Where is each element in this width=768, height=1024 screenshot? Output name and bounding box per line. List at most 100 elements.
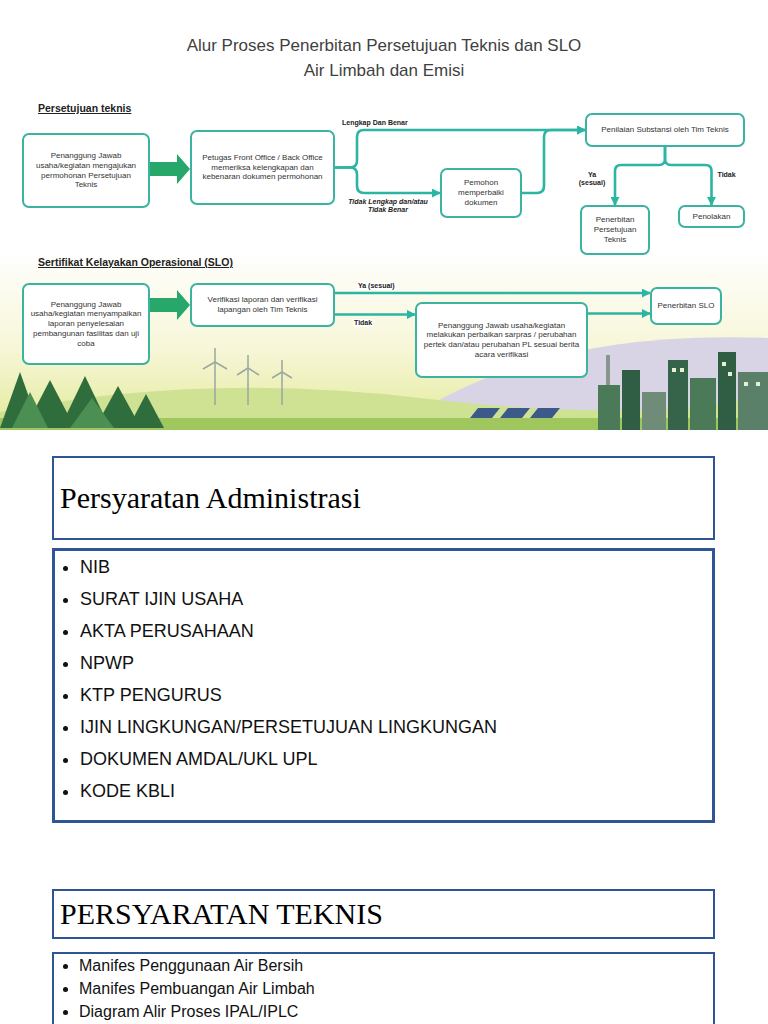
result-box: Penerbitan SLO <box>650 287 722 325</box>
building <box>642 392 666 430</box>
box-text: Pemohon memperbaiki dokumen <box>447 178 515 207</box>
flow-arrow <box>335 292 650 295</box>
solar-panel <box>500 408 530 418</box>
turbine-pole <box>281 372 283 405</box>
building <box>622 370 640 430</box>
turbine-blade <box>247 355 249 368</box>
process-box: Penanggung Jawab usaha/kegiatan mengajuk… <box>22 133 150 208</box>
list-item: Manifes Pembuangan Air Limbah <box>79 977 707 1000</box>
flow-arrow <box>615 147 665 205</box>
process-box: Penanggung Jawab usaha/kegiatan melakuka… <box>415 302 588 378</box>
forest <box>0 372 164 428</box>
sky-glow <box>0 250 768 430</box>
turbine-blade <box>281 360 283 372</box>
text-stack: Pemohon memperbaiki dokumen <box>447 178 515 207</box>
solar-panel <box>470 408 500 418</box>
edge-label: Tidak <box>717 171 737 179</box>
text-stack: Penerbitan SLO <box>657 301 715 311</box>
text-stack: Penerbitan Persetujuan Teknis <box>587 215 643 244</box>
text-stack: PERSYARATAN TEKNIS <box>60 897 383 932</box>
heading-box: Persyaratan Administrasi <box>52 456 715 540</box>
box-text: Petugas Front Office / Back Office memer… <box>197 153 328 182</box>
result-box: Penolakan <box>678 205 745 228</box>
window <box>744 382 748 386</box>
bullet-list: Manifes Penggunaan Air BersihManifes Pem… <box>60 954 707 1023</box>
turbine-blade <box>282 372 292 378</box>
heading-box: PERSYARATAN TEKNIS <box>52 889 715 939</box>
process-box: Penilaian Substansi oleh Tim Teknis <box>585 113 745 147</box>
building <box>690 378 716 430</box>
box-text: Verifikasi laporan dan verifikasi lapang… <box>197 295 328 315</box>
bullet-list: NIBSURAT IJIN USAHAAKTA PERUSAHAANNPWPKT… <box>61 551 706 807</box>
block-arrow <box>150 290 190 320</box>
process-box: Petugas Front Office / Back Office memer… <box>190 130 335 205</box>
box-text: Penolakan <box>685 212 738 222</box>
box-text: Penanggung Jawab usaha/kegiatan melakuka… <box>422 321 581 360</box>
window <box>672 368 676 372</box>
flow-arrow <box>665 147 712 205</box>
list-item: NPWP <box>80 647 706 679</box>
section-heading: Persetujuan teknis <box>38 102 131 114</box>
text-stack: Penilaian Substansi oleh Tim Teknis <box>592 125 738 135</box>
process-box: Penanggung Jawab usaha/kegiatan menyampa… <box>22 283 150 365</box>
heading-text: PERSYARATAN TEKNIS <box>60 897 383 932</box>
city-buildings <box>598 352 768 430</box>
box-text: Penerbitan Persetujuan Teknis <box>587 215 643 244</box>
list-item: Manifes Penggunaan Air Bersih <box>79 954 707 977</box>
window <box>728 372 732 376</box>
turbine-blade <box>272 372 282 378</box>
list-item: NIB <box>80 551 706 583</box>
solar-panels <box>470 408 560 418</box>
forest-light <box>12 392 114 428</box>
edge-label: Ya (sesuai) <box>357 282 396 290</box>
list-item: AKTA PERUSAHAAN <box>80 615 706 647</box>
box-text: Penilaian Substansi oleh Tim Teknis <box>592 125 738 135</box>
tree <box>128 394 164 428</box>
edge-label: Ya (sesuai) <box>574 171 610 188</box>
text-stack: Penolakan <box>685 212 738 222</box>
box-text: Penanggung Jawab usaha/kegiatan menyampa… <box>29 300 143 349</box>
text-stack: Petugas Front Office / Back Office memer… <box>197 153 328 182</box>
flow-arrow <box>335 168 440 194</box>
tree <box>70 398 114 428</box>
block-arrow <box>150 154 190 184</box>
turbine-blade <box>215 362 227 369</box>
turbine-blade <box>248 368 259 375</box>
flow-arrow <box>335 130 585 168</box>
process-box: Pemohon memperbaiki dokumen <box>440 168 522 218</box>
text-stack: Penanggung Jawab usaha/kegiatan menyampa… <box>29 300 143 349</box>
turbine-blade <box>214 348 216 362</box>
edge-label: Tidak Lengkap dan/atau Tidak Benar <box>341 198 435 215</box>
building <box>718 352 736 430</box>
flow-arrow <box>588 312 650 315</box>
tree <box>12 392 48 428</box>
window <box>756 382 760 386</box>
list-item: SURAT IJIN USAHA <box>80 583 706 615</box>
edge-label: Lengkap Dan Benar <box>341 119 409 127</box>
heading-text: Persyaratan Administrasi <box>60 481 361 516</box>
building <box>598 385 620 430</box>
diagram-title: Alur Proses Penerbitan Persetujuan Tekni… <box>179 33 589 83</box>
turbine-blade <box>237 368 248 375</box>
list-item: DOKUMEN AMDAL/UKL UPL <box>80 743 706 775</box>
chimney <box>606 355 610 385</box>
section-heading: Sertifikat Kelayakan Operasional (SLO) <box>38 256 233 268</box>
wind-turbines <box>203 348 292 405</box>
building <box>668 360 688 430</box>
box-text: Penanggung Jawab usaha/kegiatan mengajuk… <box>29 151 143 190</box>
text-stack: Penanggung Jawab usaha/kegiatan mengajuk… <box>29 151 143 190</box>
turbine-pole <box>247 368 249 405</box>
flow-arrow <box>335 313 415 316</box>
list-item: IJIN LINGKUNGAN/PERSETUJUAN LINGKUNGAN <box>80 711 706 743</box>
window <box>680 368 684 372</box>
window <box>722 362 726 366</box>
building <box>738 372 768 430</box>
text-stack: Penanggung Jawab usaha/kegiatan melakuka… <box>422 321 581 360</box>
list-item: KTP PENGURUS <box>80 679 706 711</box>
result-box: Penerbitan Persetujuan Teknis <box>580 205 650 255</box>
turbine-blade <box>203 362 215 369</box>
list-item: KODE KBLI <box>80 775 706 807</box>
list-box: Manifes Penggunaan Air BersihManifes Pem… <box>52 952 715 1024</box>
box-text: Penerbitan SLO <box>657 301 715 311</box>
